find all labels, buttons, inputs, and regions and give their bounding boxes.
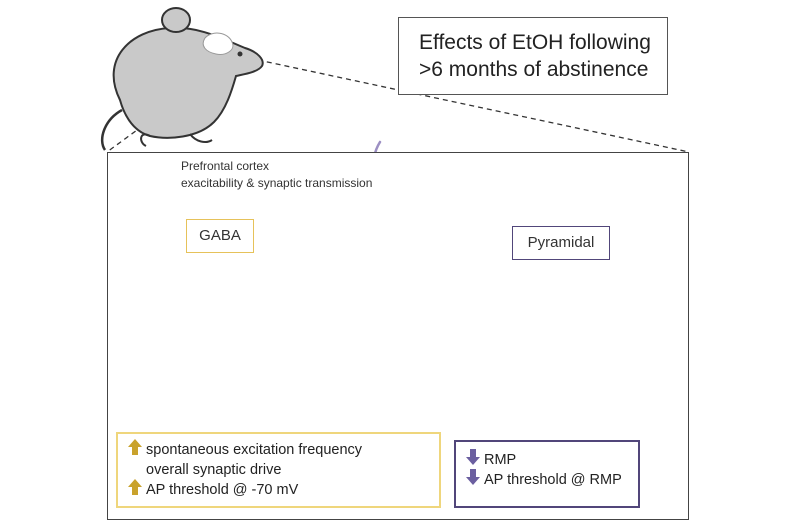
title-line-2: >6 months of abstinence [419,58,649,81]
up-arrow-icon [128,479,146,501]
pyramidal-effects-box: RMP AP threshold @ RMP [454,440,640,508]
mouse-illustration [100,7,264,151]
gaba-effect-row: spontaneous excitation frequency [128,439,439,461]
title-box: Effects of EtOH following >6 months of a… [398,17,668,95]
pyramidal-effect-text: AP threshold @ RMP [484,472,622,488]
prefrontal-cortex-label: Prefrontal cortex exacitability & synapt… [181,158,372,192]
title-line-1: Effects of EtOH following [419,31,651,54]
pyramidal-effect-row: RMP [466,449,638,471]
pfc-label-line-1: Prefrontal cortex [181,159,270,173]
pyramidal-effect-row: AP threshold @ RMP [466,469,638,491]
gaba-label: GABA [186,219,254,253]
down-arrow-icon [466,469,484,491]
gaba-effect-row: overall synaptic drive [128,460,439,480]
gaba-effect-text: spontaneous excitation frequency [146,442,363,458]
down-arrow-icon [466,449,484,471]
pfc-label-line-2: exacitability & synaptic transmission [181,176,373,190]
gaba-effect-text: AP threshold @ -70 mV [146,482,299,498]
gaba-effect-row: AP threshold @ -70 mV [128,479,439,501]
pyramidal-effect-text: RMP [484,452,517,468]
pyramidal-label: Pyramidal [512,226,610,260]
up-arrow-icon [128,439,146,461]
zoom-line-top [257,59,690,153]
gaba-effects-box: spontaneous excitation frequency overall… [116,432,441,508]
gaba-effect-text: overall synaptic drive [146,462,282,478]
